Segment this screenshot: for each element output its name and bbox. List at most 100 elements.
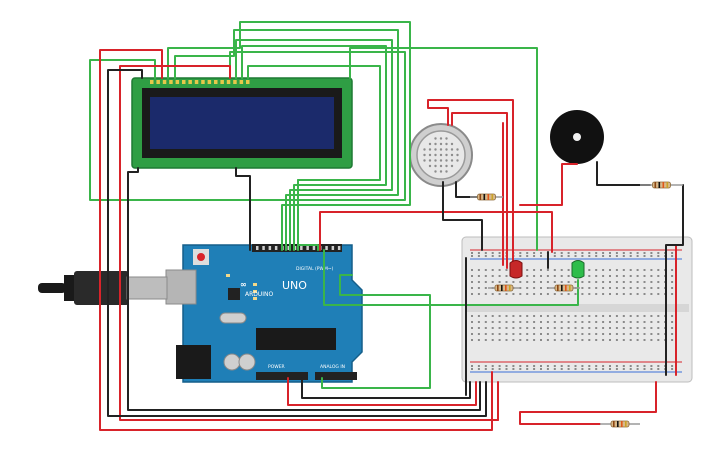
breadboard-hole <box>484 255 487 257</box>
breadboard-hole <box>581 315 584 317</box>
wire-black <box>107 69 487 417</box>
breadboard-hole <box>526 255 529 257</box>
breadboard-hole <box>533 333 536 335</box>
breadboard-hole <box>657 327 660 329</box>
breadboard-hole <box>471 287 473 289</box>
digital-pin <box>287 246 290 250</box>
breadboard-hole <box>657 333 660 335</box>
breadboard-hole <box>595 252 598 254</box>
lcd-pin <box>201 80 205 84</box>
breadboard-hole <box>512 315 515 317</box>
breadboard-hole <box>512 333 515 335</box>
breadboard-hole <box>484 327 487 329</box>
breadboard-hole <box>491 365 494 367</box>
breadboard-hole <box>629 339 632 341</box>
breadboard-hole <box>471 327 473 329</box>
mesh-hole <box>439 164 443 168</box>
buzzer-hole <box>573 133 581 141</box>
breadboard-hole <box>615 287 618 289</box>
breadboard-hole <box>546 368 549 370</box>
breadboard-hole <box>609 339 611 341</box>
breadboard-hole <box>477 368 480 370</box>
breadboard-hole <box>602 252 605 254</box>
mesh-hole <box>428 148 432 151</box>
breadboard-hole <box>491 321 494 323</box>
breadboard-hole <box>657 339 660 341</box>
breadboard-hole <box>629 321 632 323</box>
breadboard-hole <box>498 315 501 317</box>
breadboard-hole <box>622 281 625 283</box>
breadboard-hole <box>533 339 536 341</box>
breadboard-hole <box>519 365 522 367</box>
breadboard-hole <box>526 287 529 289</box>
breadboard-hole <box>491 275 494 277</box>
breadboard-hole <box>671 281 674 283</box>
wire-red <box>119 65 499 421</box>
breadboard-hole <box>477 281 480 283</box>
breadboard-hole <box>567 365 570 367</box>
breadboard-hole <box>471 252 473 254</box>
breadboard-hole <box>622 275 625 277</box>
mesh-hole <box>456 153 459 157</box>
arduino-uno[interactable]: ∞ ARDUINO UNO DIGITAL (PWM~) POWER ANALO… <box>165 244 363 383</box>
wire-red <box>319 211 553 253</box>
breadboard-hole <box>519 327 522 329</box>
breadboard-hole <box>643 368 646 370</box>
breadboard-hole <box>609 368 611 370</box>
breadboard-hole <box>615 365 618 367</box>
piezo-buzzer[interactable] <box>550 110 604 164</box>
breadboard[interactable] <box>461 236 693 383</box>
breadboard-hole <box>650 275 653 277</box>
breadboard-hole <box>519 315 522 317</box>
breadboard-hole <box>498 269 501 271</box>
breadboard-center-channel <box>465 304 689 312</box>
breadboard-hole <box>588 365 591 367</box>
breadboard-hole <box>519 333 522 335</box>
breadboard-hole <box>484 287 487 289</box>
breadboard-hole <box>546 327 549 329</box>
mesh-hole <box>450 159 454 162</box>
breadboard-hole <box>650 287 653 289</box>
wire-black <box>442 181 483 251</box>
red-led[interactable] <box>509 260 523 279</box>
digital-label: DIGITAL (PWM~) <box>296 266 334 272</box>
breadboard-hole <box>519 255 522 257</box>
breadboard-hole <box>581 321 584 323</box>
breadboard-hole <box>526 293 529 295</box>
breadboard-hole <box>581 368 584 370</box>
breadboard-hole <box>505 275 508 277</box>
mesh-hole <box>423 148 426 151</box>
mesh-hole <box>445 148 448 151</box>
breadboard-hole <box>574 281 577 283</box>
gas-sensor[interactable] <box>409 123 473 187</box>
mesh-hole <box>439 153 443 157</box>
breadboard-hole <box>636 281 639 283</box>
lcd-module[interactable] <box>131 77 353 169</box>
breadboard-hole <box>643 269 646 271</box>
breadboard-hole <box>595 368 598 370</box>
breadboard-hole <box>526 333 529 335</box>
breadboard-hole <box>498 339 501 341</box>
breadboard-hole <box>512 368 515 370</box>
lcd-header-pins <box>150 80 250 84</box>
breadboard-hole <box>553 269 556 271</box>
green-led[interactable] <box>571 260 585 279</box>
breadboard-hole <box>636 321 639 323</box>
breadboard-hole <box>540 333 542 335</box>
breadboard-hole <box>498 327 501 329</box>
breadboard-hole <box>657 321 660 323</box>
lcd-pin <box>162 80 167 84</box>
mesh-hole <box>428 164 432 168</box>
mesh-hole <box>434 164 437 168</box>
breadboard-hole <box>567 333 570 335</box>
breadboard-hole <box>629 287 632 289</box>
breadboard-hole <box>491 269 494 271</box>
breadboard-hole <box>546 365 549 367</box>
breadboard-hole <box>526 339 529 341</box>
breadboard-hole <box>567 281 570 283</box>
reset-button[interactable] <box>197 253 205 261</box>
resistor-band <box>479 194 482 200</box>
breadboard-hole <box>471 255 473 257</box>
breadboard-hole <box>540 368 542 370</box>
resistor-band <box>621 421 623 427</box>
